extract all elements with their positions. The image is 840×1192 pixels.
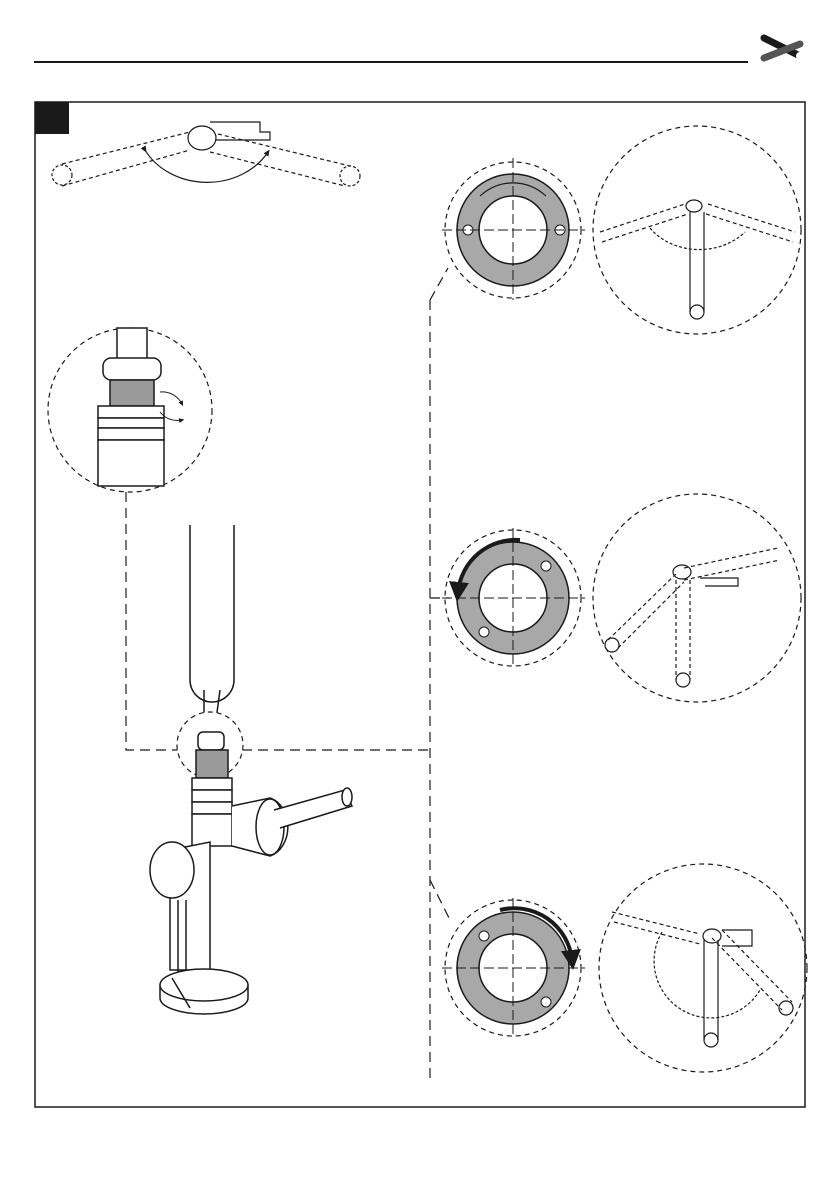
spout-view-right	[599, 864, 807, 1072]
ring-view-left	[442, 528, 585, 668]
swing-range-overview	[52, 122, 360, 186]
ring-view-center	[442, 158, 585, 300]
faucet-illustration	[150, 525, 352, 1014]
ring-view-right	[442, 898, 585, 1038]
spout-view-center	[593, 126, 801, 334]
cartridge-detail	[48, 328, 212, 492]
step-badge	[35, 102, 69, 134]
spout-view-left	[593, 494, 801, 702]
wrench-screwdriver-icon	[764, 38, 804, 60]
